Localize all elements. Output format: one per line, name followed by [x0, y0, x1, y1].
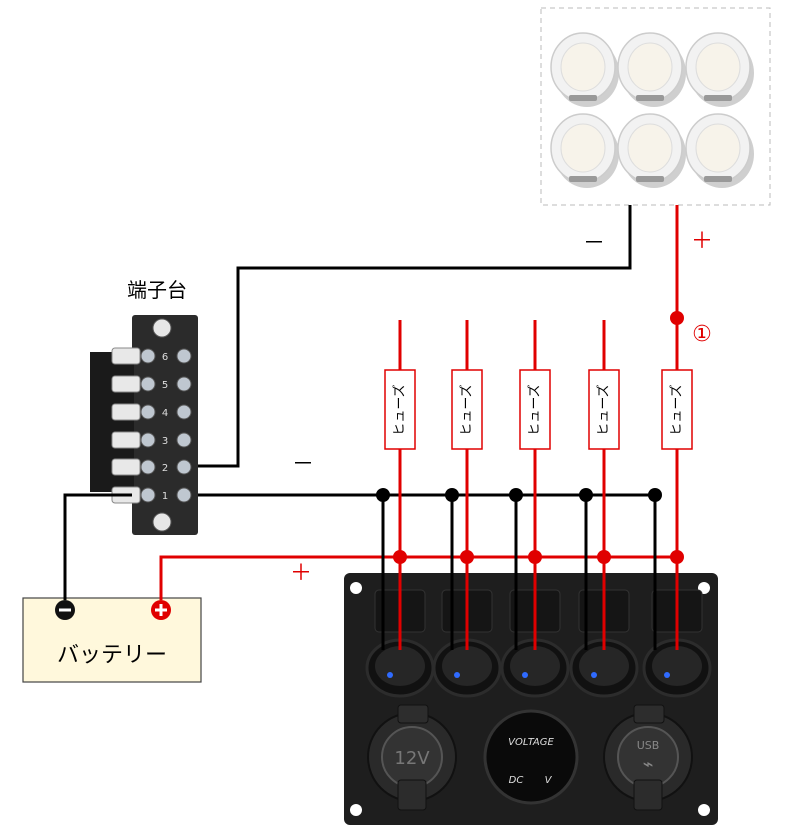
terminal-number: 2 [162, 463, 168, 474]
fuses: ヒューズ ヒューズ ヒューズ ヒューズ ヒューズ [384, 369, 693, 450]
battery-body [22, 597, 202, 683]
switch-panel: 12V VOLTAGE DC V USB ⌁ [344, 573, 718, 825]
switch-led [522, 672, 528, 678]
terminal-block-body [132, 315, 198, 535]
switch-led [591, 672, 597, 678]
terminal-number: 6 [162, 352, 168, 363]
usb-socket: USB ⌁ [603, 704, 693, 811]
junction-dot-red [393, 550, 407, 564]
rocker-switch [432, 589, 502, 698]
junction-dot-red [528, 550, 542, 564]
usb-label: USB [637, 739, 660, 752]
terminal-number: 1 [162, 491, 168, 502]
wire-positive-bus [159, 555, 677, 600]
panel-screw [350, 582, 362, 594]
bus-minus-label: － [292, 452, 314, 477]
panel-screw [350, 804, 362, 816]
battery-label: バッテリー [57, 643, 167, 668]
terminal-number: 5 [162, 380, 168, 391]
led-light [685, 113, 754, 188]
rocker-switches [365, 589, 712, 698]
fuse-label: ヒューズ [392, 384, 408, 435]
fuse: ヒューズ [451, 369, 483, 450]
switch-led [664, 672, 670, 678]
terminal-row: 2 [111, 458, 192, 476]
terminal-number: 4 [162, 408, 168, 419]
wire-light-negative [198, 205, 632, 468]
rocker-switch [500, 589, 570, 698]
junction-dots [376, 488, 684, 564]
junction-dot-black [376, 488, 390, 502]
fuse-label: ヒューズ [669, 384, 685, 435]
circle-one-label: ① [692, 322, 712, 347]
mount-screw [152, 318, 172, 338]
voltage-label: VOLTAGE [508, 737, 554, 748]
terminal-row: 6 [111, 347, 192, 365]
dc-label: DC [509, 775, 524, 786]
terminal-row: 5 [111, 375, 192, 393]
terminal-number: 3 [162, 436, 168, 447]
junction-dot-black [445, 488, 459, 502]
fuse-label: ヒューズ [596, 384, 612, 435]
led-light [550, 113, 619, 188]
junction-dot-black [648, 488, 662, 502]
switch-branch-wires [381, 320, 679, 650]
bus-plus-label: ＋ [290, 561, 312, 586]
junction-dot-red [670, 550, 684, 564]
fuse: ヒューズ [384, 369, 416, 450]
switch-led [454, 672, 460, 678]
twelve-volt-socket: 12V [367, 704, 457, 811]
rocker-switch [642, 589, 712, 698]
switch-led [387, 672, 393, 678]
fuse: ヒューズ [519, 369, 551, 450]
led-lights-group [540, 7, 771, 206]
terminal-block: 端子台 6 5 4 3 2 1 [90, 278, 198, 535]
terminal-row: 4 [111, 403, 192, 421]
junction-dot-light [670, 311, 684, 325]
junction-dot-red [460, 550, 474, 564]
panel-screw [698, 804, 710, 816]
fuse: ヒューズ [661, 369, 693, 450]
fuse-label: ヒューズ [459, 384, 475, 435]
battery: バッテリー [22, 597, 202, 683]
voltmeter: VOLTAGE DC V [483, 709, 579, 805]
led-lights [550, 32, 754, 188]
light-minus-label: － [583, 231, 605, 256]
terminal-row: 3 [111, 431, 192, 449]
fuse: ヒューズ [588, 369, 620, 450]
wires [63, 205, 679, 650]
led-light [550, 32, 619, 107]
light-plus-label: ＋ [691, 229, 713, 254]
fuse-label: ヒューズ [527, 384, 543, 435]
v-label: V [545, 775, 553, 786]
wire-battery-negative [63, 493, 132, 600]
usb-icon: ⌁ [643, 754, 654, 775]
junction-dot-black [579, 488, 593, 502]
twelve-volt-label: 12V [394, 748, 430, 769]
junction-dot-red [597, 550, 611, 564]
terminals: 6 5 4 3 2 1 [111, 347, 192, 504]
terminal-block-label: 端子台 [127, 278, 187, 302]
junction-dot-black [509, 488, 523, 502]
led-light [617, 32, 686, 107]
led-light [685, 32, 754, 107]
mount-screw [152, 512, 172, 532]
led-light [617, 113, 686, 188]
